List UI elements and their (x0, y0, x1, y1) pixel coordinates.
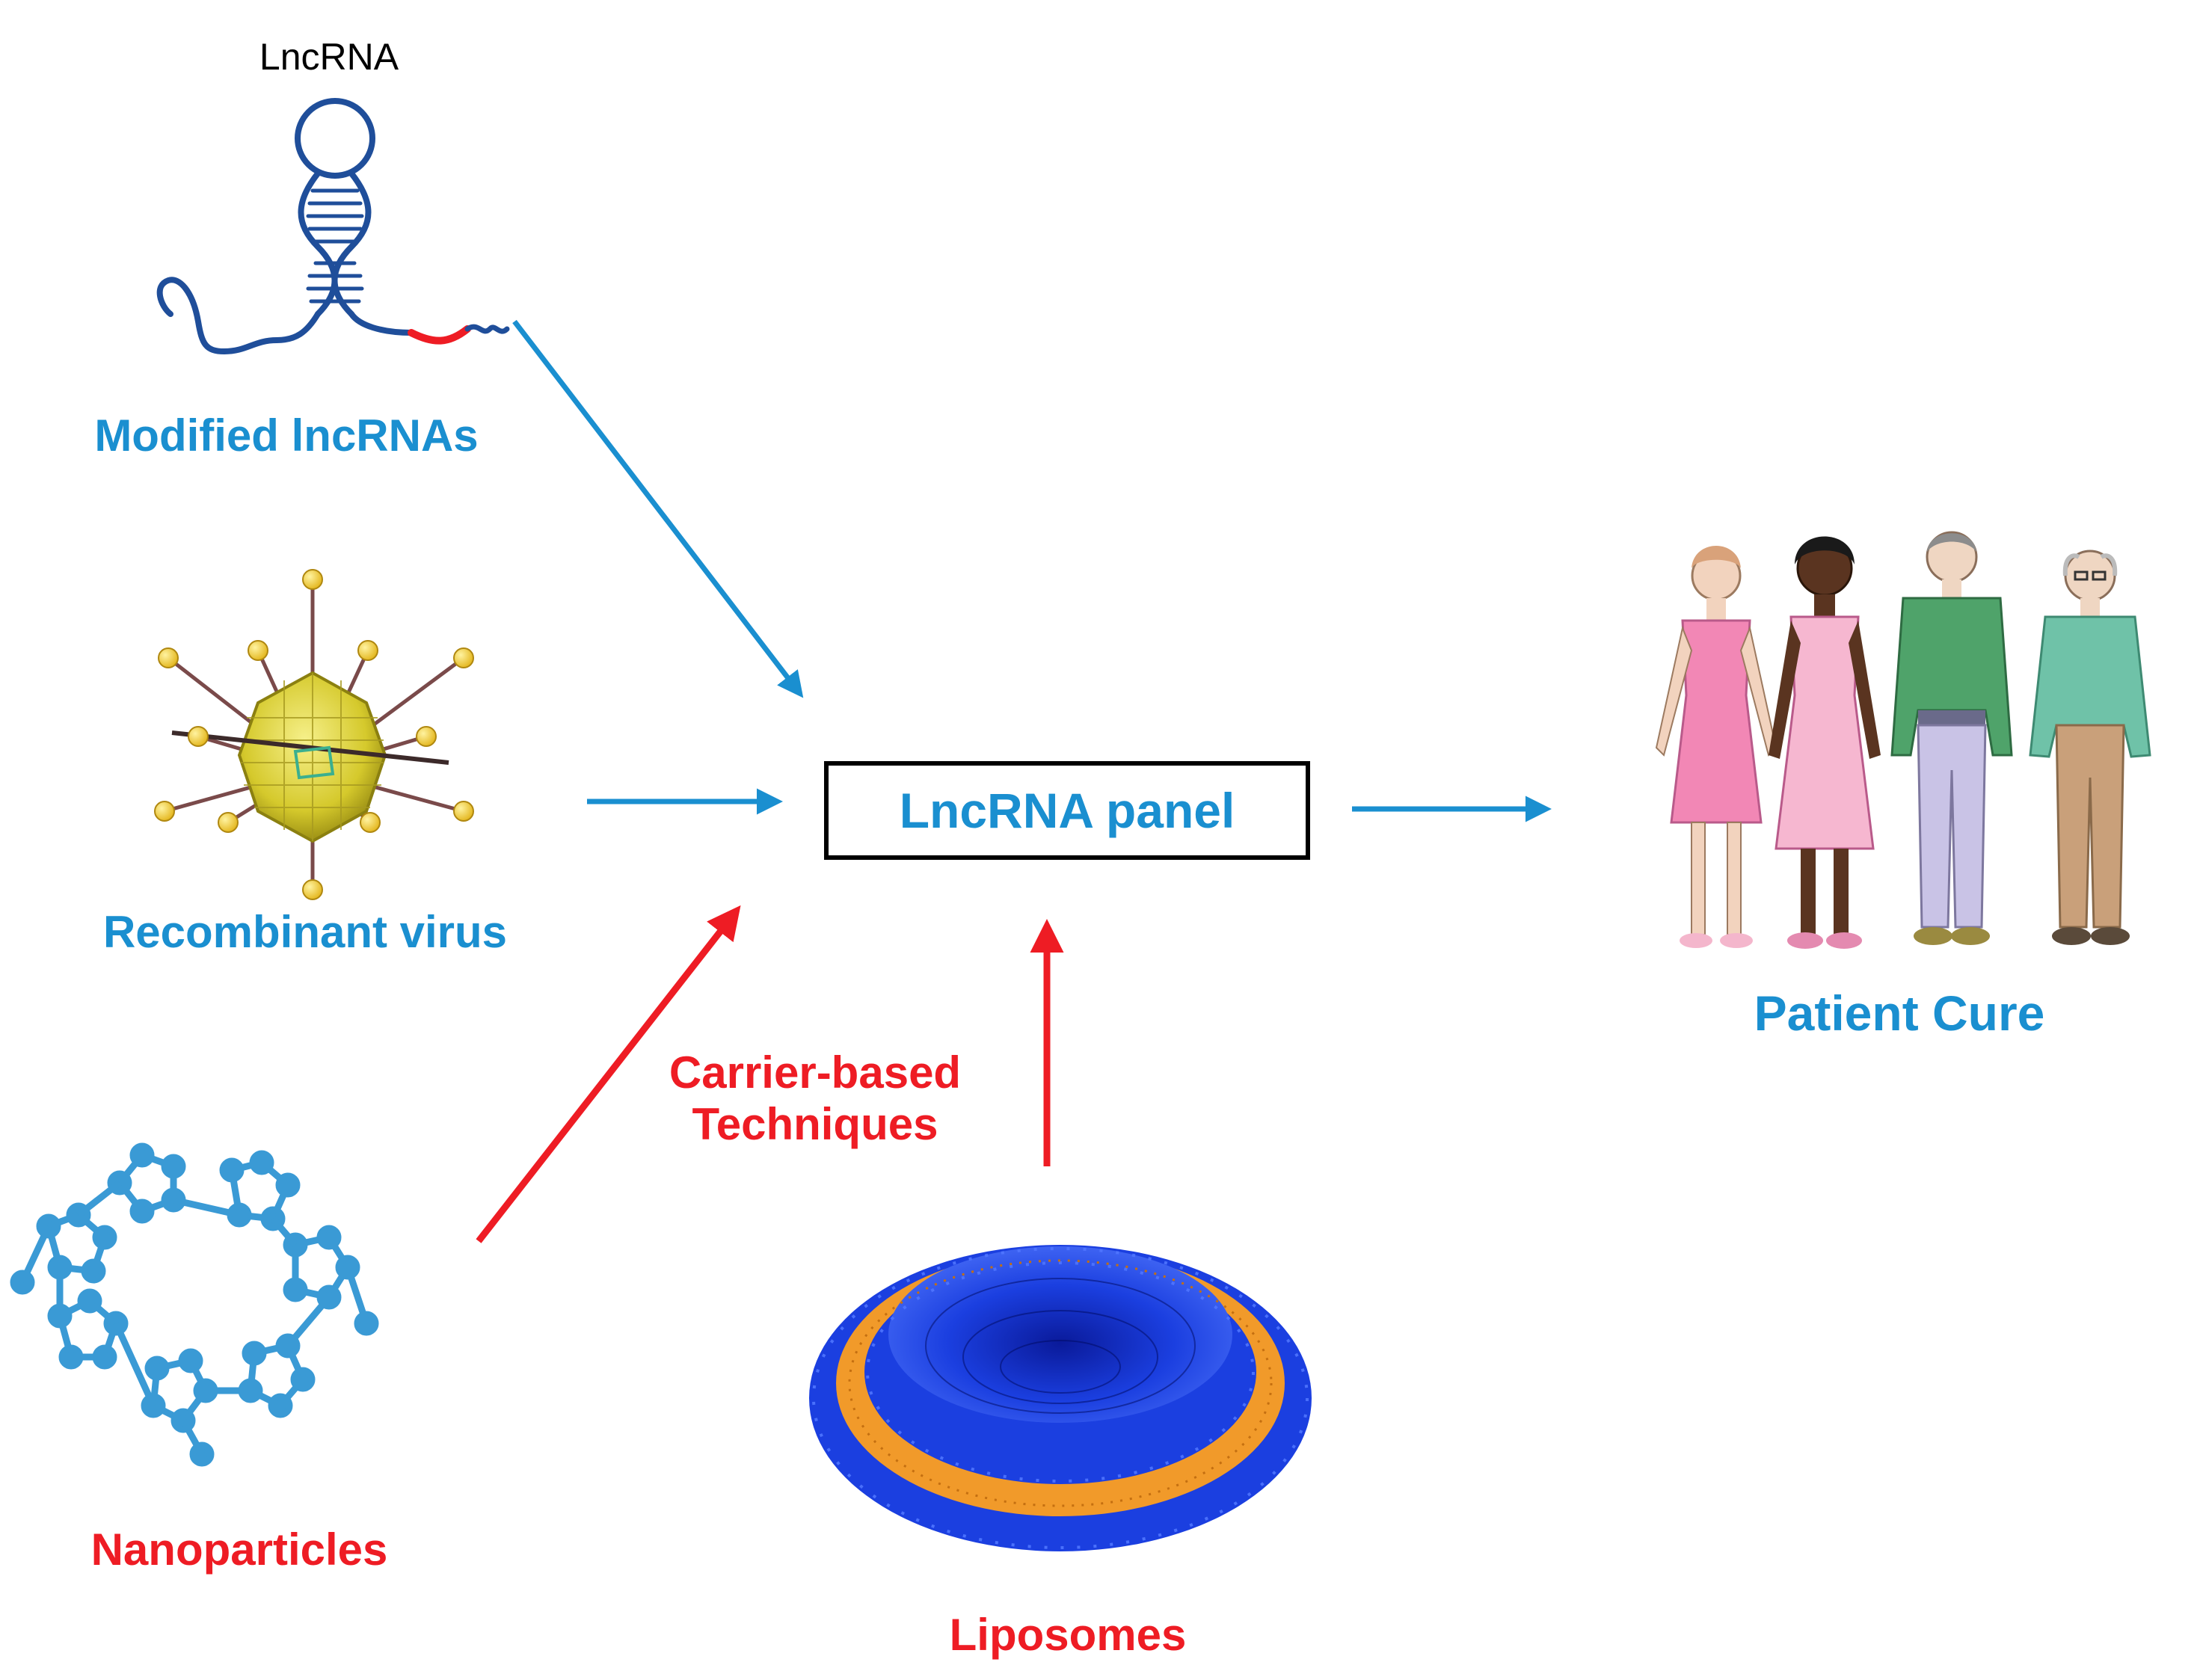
liposome-icon (809, 1245, 1312, 1551)
carrier-line-2: Techniques (692, 1099, 938, 1149)
patient-woman-1 (1655, 546, 1777, 948)
liposomes-label: Liposomes (949, 1610, 1187, 1660)
patient-man-1 (1890, 531, 2013, 945)
patient-man-2 (2029, 550, 2151, 945)
lncrna-panel-label: LncRNA panel (899, 783, 1235, 838)
patient-woman-2 (1769, 536, 1881, 949)
nanoparticle-icon (10, 1142, 379, 1467)
carrier-line-1: Carrier-based (669, 1047, 962, 1098)
lncrna-structure-label: LncRNA (259, 36, 399, 78)
nanoparticles-label: Nanoparticles (90, 1524, 388, 1575)
recombinant-virus-label: Recombinant virus (102, 907, 508, 957)
lncrna-structure-icon (156, 98, 510, 355)
patient-cure-label: Patient Cure (1754, 985, 2045, 1041)
arrow-modified-to-panel (512, 319, 804, 698)
virus-icon (154, 569, 474, 900)
lncrna-panel-box: LncRNA panel (824, 761, 1310, 860)
modified-lncrnas-label: Modified lncRNAs (94, 410, 479, 461)
arrow-nanoparticles-to-panel (476, 905, 741, 1243)
carrier-based-techniques-label: Carrier-based Techniques (621, 1047, 1010, 1150)
patients-icon (1655, 531, 2151, 949)
